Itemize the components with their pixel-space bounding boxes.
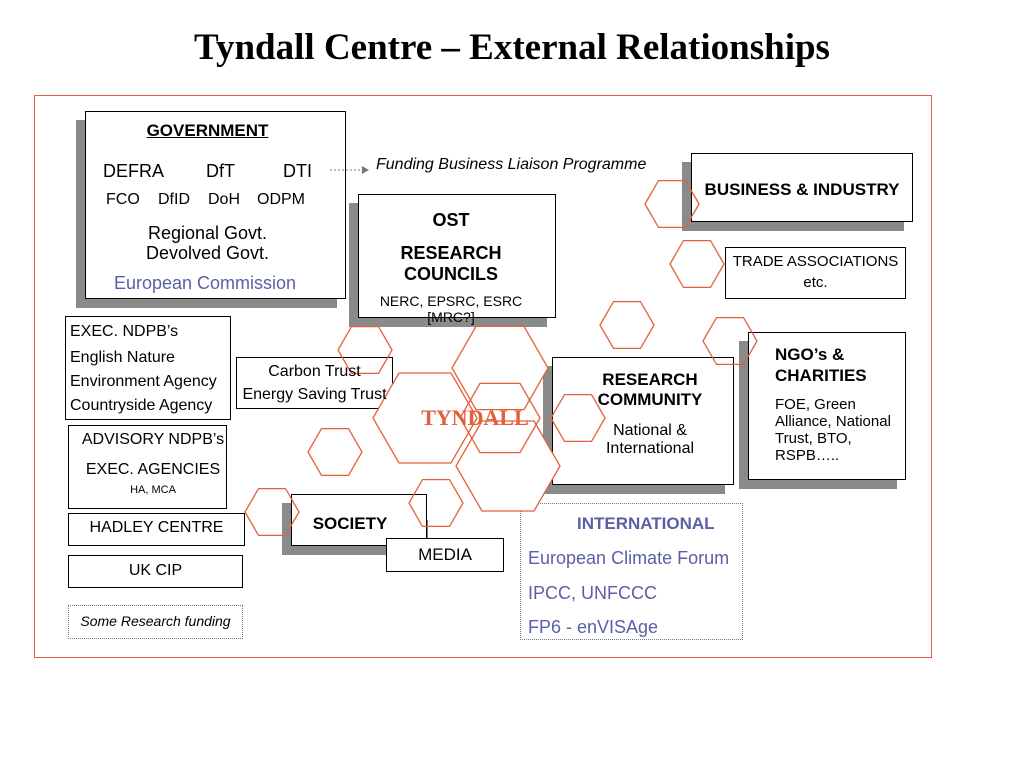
ngo-l4: RSPB….. [775,447,840,464]
tyndall-label: TYNDALL [421,405,529,430]
media-box [386,538,504,572]
trade-line1: TRADE ASSOCIATIONS [732,253,899,270]
gov-dti: DTI [283,161,312,181]
small-hex-research [550,393,606,443]
ost-list: NERC, EPSRC, ESRC [379,293,523,309]
trade-line2: etc. [803,274,828,291]
center-hex-middle [459,382,541,454]
advisory-box [68,425,227,509]
research-h2: COMMUNITY [597,390,703,409]
gov-dft: DfT [206,161,235,181]
international-item-ecf: European Climate Forum [528,548,730,568]
media-label: MEDIA [418,545,472,564]
society-label: SOCIETY [312,514,388,533]
ukcip-box [68,555,243,588]
ost-heading: OST [432,210,470,230]
gov-doh: DoH [208,191,241,208]
gov-defra: DEFRA [103,161,165,181]
gov-devolved: Devolved Govt. [145,243,270,263]
ost-research: RESEARCH [400,243,502,263]
advisory-l1: ADVISORY NDPB’s [81,431,225,448]
ost-mrc: [MRC?] [427,309,475,325]
gov-regional: Regional Govt. [147,223,268,243]
research-l1: National & [613,422,687,439]
small-hex-mid [599,300,655,350]
small-hex-ost [337,325,393,375]
funding-arrow-icon [362,166,369,174]
energy-saving-label: Energy Saving Trust [242,386,387,403]
page-title: Tyndall Centre – External Relationships [194,27,830,68]
small-hex-society [408,478,464,528]
international-heading: INTERNATIONAL [577,514,715,533]
gov-european-commission: European Commission [113,273,297,293]
ngo-box [748,332,906,480]
exec-ndpb-box [65,316,231,420]
small-hex-business [644,179,700,229]
diagram-frame [34,95,932,658]
ngo-h1: NGO’s & [775,345,845,364]
government-heading: GOVERNMENT [146,121,269,140]
ost-councils: COUNCILS [404,264,498,284]
small-hex-ngo [702,316,758,366]
center-hex-top [451,325,549,411]
gov-fco: FCO [106,191,140,208]
ngo-l2: Alliance, National [775,413,891,430]
center-hex-bottom [455,420,561,512]
ukcip-label: UK CIP [128,562,183,579]
society-box [291,494,427,546]
hadley-label: HADLEY CENTRE [89,519,224,536]
small-hex-hadley [244,487,300,537]
trade-associations-box [725,247,906,299]
research-l2: International [605,440,695,457]
small-hex-trade [669,239,725,289]
research-community-box [552,357,734,485]
exec-ndpb-line4: Countryside Agency [70,397,213,414]
carbon-trust-box [236,357,393,409]
advisory-l2: EXEC. AGENCIES [85,461,221,478]
ngo-l1: FOE, Green [775,396,856,413]
gov-dfid: DfID [158,191,190,208]
some-funding-box [68,605,243,639]
international-item-fp6: FP6 - enVISAge [528,617,659,637]
funding-label: Funding Business Liaison Programme [376,156,647,173]
exec-ndpb-line1: EXEC. NDPB’s [70,323,179,340]
advisory-l3: HA, MCA [130,484,176,496]
government-box [85,111,346,299]
exec-ndpb-line3: Environment Agency [70,373,217,390]
international-item-ipcc: IPCC, UNFCCC [528,583,657,603]
center-hex-left [372,372,478,464]
research-h1: RESEARCH [602,370,698,389]
hadley-centre-box [68,513,245,546]
ngo-h2: CHARITIES [775,366,867,385]
small-hex-carbon [307,427,363,477]
exec-ndpb-line2: English Nature [70,349,175,366]
international-box [520,503,743,640]
ost-box [358,194,556,318]
business-label: BUSINESS & INDUSTRY [704,180,900,199]
carbon-trust-label: Carbon Trust [268,363,361,380]
some-funding-label: Some Research funding [80,613,231,629]
ngo-l3: Trust, BTO, [775,430,852,447]
business-box [691,153,913,222]
gov-odpm: ODPM [257,191,305,208]
